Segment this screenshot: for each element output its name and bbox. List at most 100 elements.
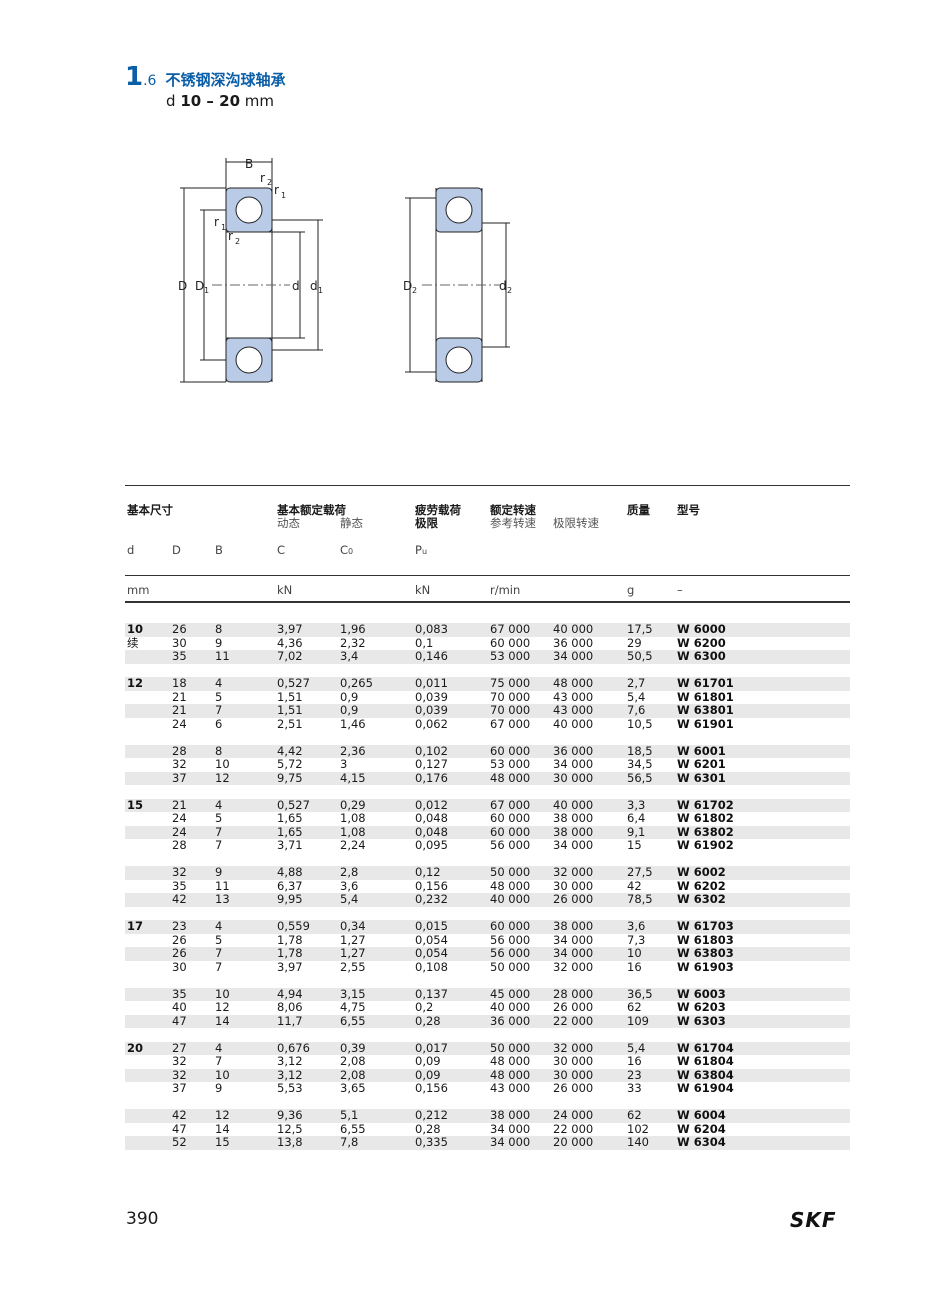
- cell-pu: 0,212: [415, 1108, 448, 1122]
- cell-c: 0,559: [277, 919, 310, 933]
- cell-c: 5,72: [277, 757, 303, 771]
- cell-des: W 63803: [677, 946, 734, 960]
- cell-pu: 0,054: [415, 946, 448, 960]
- cell-c: 2,51: [277, 716, 303, 731]
- cell-m: 109: [627, 1013, 649, 1028]
- cell-pu: 0,232: [415, 892, 448, 906]
- cell-d: 47: [172, 1121, 187, 1136]
- cell-d: 30: [172, 635, 187, 650]
- label-r2-left: r: [228, 229, 233, 243]
- cell-pu: 0,039: [415, 703, 448, 717]
- cell-ref: 56 000: [490, 838, 531, 852]
- cell-pu: 0,083: [415, 622, 448, 636]
- cell-des: W 61703: [677, 919, 734, 933]
- cell-lim: 40 000: [553, 622, 594, 636]
- cell-c: 13,8: [277, 1135, 303, 1149]
- cell-m: 27,5: [627, 865, 653, 879]
- sym-d: d: [127, 543, 135, 557]
- cell-lim: 40 000: [553, 797, 594, 812]
- cell-c0: 1,27: [340, 946, 366, 960]
- header-designation: 型号: [677, 503, 700, 517]
- cell-c0: 4,75: [340, 1000, 366, 1014]
- cell-ref: 48 000: [490, 770, 531, 785]
- cell-pu: 0,015: [415, 919, 448, 933]
- cell-c0: 2,32: [340, 635, 366, 650]
- cell-b: 4: [215, 676, 223, 690]
- cell-c0: 0,39: [340, 1040, 366, 1055]
- cell-d: 30: [172, 959, 187, 974]
- cell-m: 3,3: [627, 797, 646, 812]
- cell-pu: 0,2: [415, 1000, 434, 1014]
- cell-d: 40: [172, 1000, 187, 1014]
- sym-C: C: [277, 543, 286, 557]
- cell-c0: 2,55: [340, 959, 366, 974]
- cell-d: 35: [172, 986, 187, 1001]
- svg-text:2: 2: [235, 237, 240, 246]
- cell-ref: 43 000: [490, 1081, 531, 1095]
- cell-c0: 3,6: [340, 878, 359, 893]
- cell-lim: 30 000: [553, 770, 594, 785]
- cell-ref: 75 000: [490, 676, 531, 690]
- svg-text:2: 2: [507, 286, 512, 295]
- cell-pu: 0,095: [415, 838, 448, 852]
- sym-D: D: [172, 543, 181, 557]
- cell-lim: 38 000: [553, 824, 594, 839]
- cell-ref: 60 000: [490, 811, 531, 825]
- range-unit: mm: [244, 92, 275, 110]
- cell-b: 4: [215, 1040, 223, 1055]
- cell-des: W 6001: [677, 743, 726, 758]
- cell-d: 10: [127, 622, 144, 636]
- cell-pu: 0,127: [415, 757, 448, 771]
- cell-d: 21: [172, 797, 187, 812]
- cell-b: 5: [215, 689, 223, 704]
- cell-c: 4,36: [277, 635, 303, 650]
- cell-c0: 2,8: [340, 865, 359, 879]
- cell-b: 8: [215, 622, 223, 636]
- cell-d: 32: [172, 1054, 187, 1068]
- cell-des: W 6200: [677, 635, 726, 650]
- range-value: 10 – 20: [180, 92, 241, 110]
- cell-m: 29: [627, 635, 642, 650]
- cell-b: 14: [215, 1121, 230, 1136]
- skf-logo: SKF: [790, 1208, 837, 1232]
- cell-des: W 61701: [677, 676, 734, 690]
- cell-c: 4,94: [277, 986, 303, 1001]
- cell-d: 47: [172, 1013, 187, 1028]
- cell-lim: 34 000: [553, 757, 594, 771]
- cell-des: W 6201: [677, 757, 726, 771]
- cell-c0: 0,9: [340, 689, 359, 704]
- cell-m: 10: [627, 946, 642, 960]
- cell-d: 20: [127, 1040, 144, 1055]
- header-speed: 额定转速: [490, 503, 536, 517]
- cell-pu: 0,156: [415, 878, 448, 893]
- cell-b: 7: [215, 959, 223, 974]
- cell-ref: 34 000: [490, 1121, 531, 1136]
- cell-m: 18,5: [627, 743, 653, 758]
- cell-c0: 3: [340, 757, 348, 771]
- cell-d: 42: [172, 1108, 187, 1122]
- header-fatigue-limit: 极限: [415, 516, 438, 530]
- cell-ref: 67 000: [490, 716, 531, 731]
- cell-m: 5,4: [627, 689, 646, 704]
- cell-ref: 50 000: [490, 865, 531, 879]
- cell-m: 56,5: [627, 770, 653, 785]
- cell-ref: 48 000: [490, 1067, 531, 1082]
- cell-lim: 30 000: [553, 1067, 594, 1082]
- cell-c: 1,65: [277, 824, 303, 839]
- sym-C0: C0: [340, 543, 354, 557]
- cell-des: W 63804: [677, 1067, 734, 1082]
- cell-m: 5,4: [627, 1040, 646, 1055]
- cell-d: 28: [172, 838, 187, 852]
- cell-ref: 70 000: [490, 689, 531, 704]
- cell-d: 32: [172, 1067, 187, 1082]
- cell-c0: 1,96: [340, 622, 366, 636]
- cell-des: W 6004: [677, 1108, 726, 1122]
- label-D2: D: [403, 279, 412, 293]
- cell-b: 13: [215, 892, 230, 906]
- cell-d: 续: [127, 635, 139, 650]
- cell-b: 7: [215, 838, 223, 852]
